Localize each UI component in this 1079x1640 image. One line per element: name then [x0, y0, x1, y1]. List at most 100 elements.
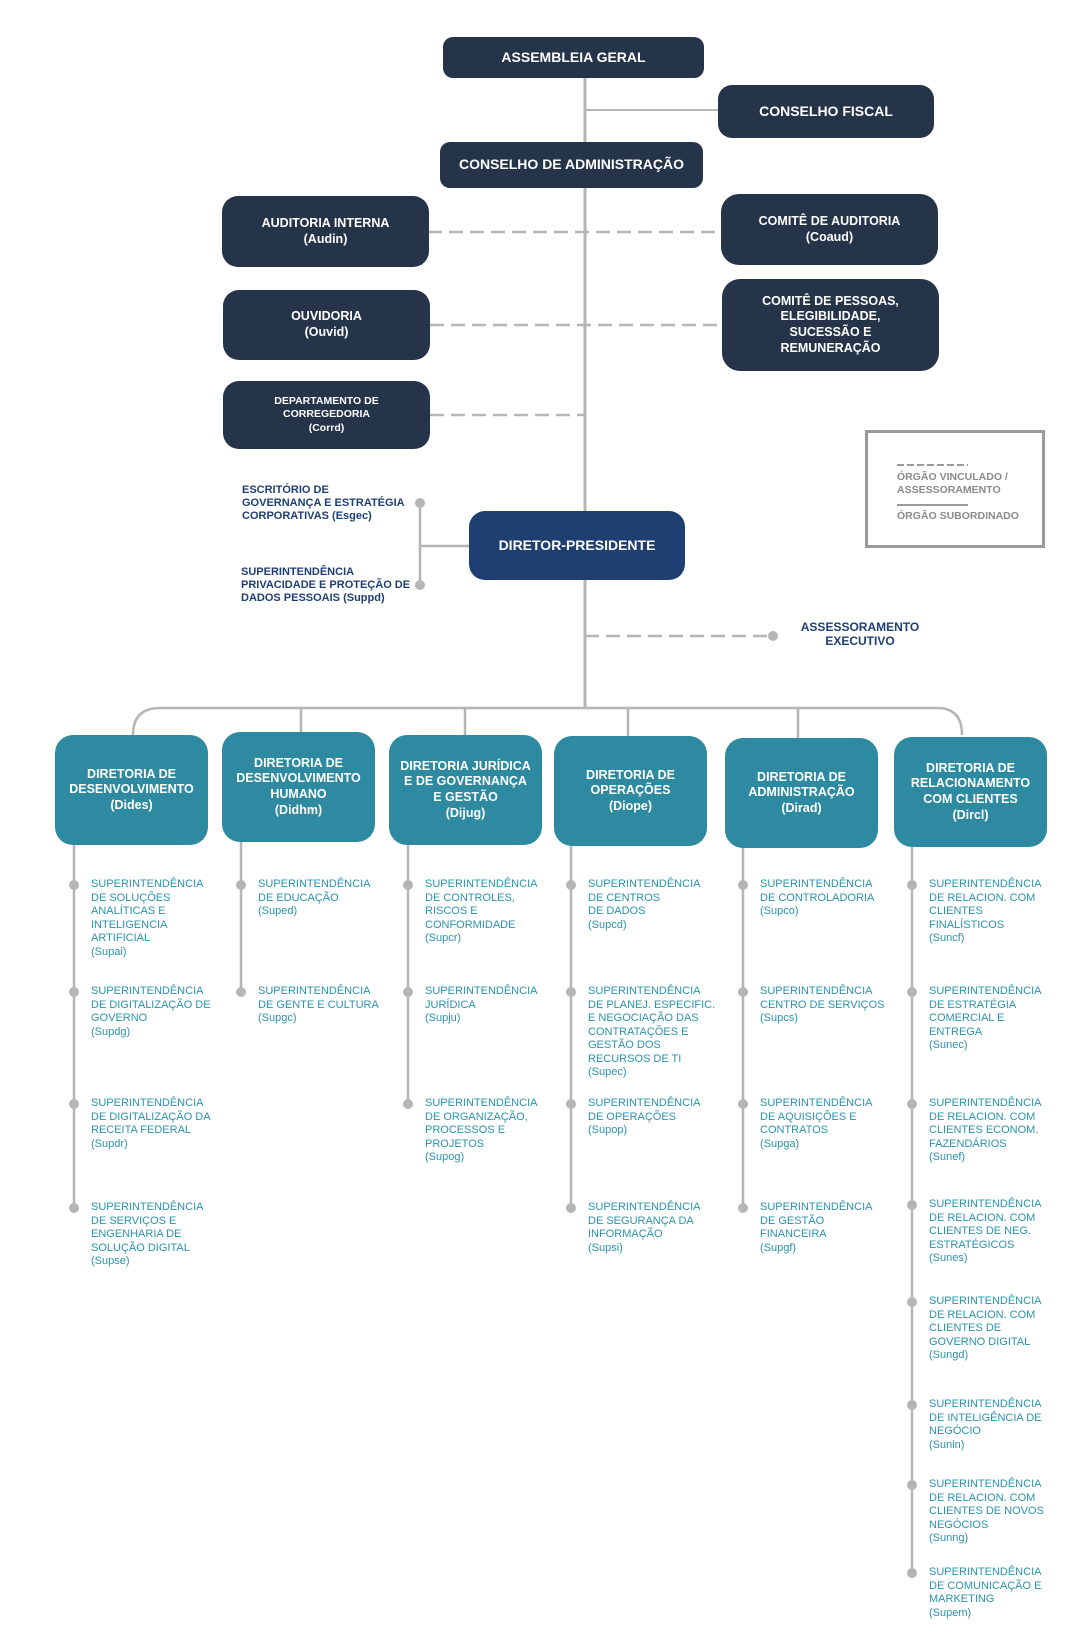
text-line: SUPERINTENDÊNCIA	[258, 878, 371, 890]
text-line: SUPERINTENDÊNCIA	[929, 985, 1042, 997]
text-line: CONFORMIDADE	[425, 918, 516, 931]
text-line: OPERAÇÕES	[590, 783, 671, 798]
text-line: SUPERINTENDÊNCIA	[425, 1097, 538, 1109]
text-line: (Dircl)	[952, 807, 989, 822]
text-line: PROJETOS	[425, 1137, 485, 1150]
sub-connector-dot	[907, 1568, 917, 1578]
text-line: DE SERVIÇOS E	[91, 1214, 177, 1227]
text-line: (Suncf)	[929, 932, 965, 944]
text-line: DE ESTRATÉGIA	[929, 998, 1017, 1011]
text-line: DE OPERAÇÕES	[588, 1110, 677, 1123]
sub-connector-dot	[566, 1203, 576, 1213]
sub-connector-dot	[907, 1400, 917, 1410]
text-line: DE CONTROLADORIA	[760, 891, 875, 904]
text-line: (Sunec)	[929, 1039, 968, 1051]
text-line: ENGENHARIA DE	[91, 1228, 182, 1240]
text-line: (Audin)	[303, 231, 348, 246]
assessoramento-executivo-label: ASSESSORAMENTO EXECUTIVO	[800, 620, 920, 649]
text-line: CLIENTES DE NOVOS	[929, 1505, 1044, 1517]
auditoria-interna-box: AUDITORIA INTERNA(Audin)	[222, 196, 429, 267]
text-line: DIRETORIA DE	[254, 755, 343, 770]
text-line: SUPERINTENDÊNCIA	[929, 1097, 1042, 1109]
text-line: (Dides)	[110, 797, 153, 812]
text-line: PRIVACIDADE E PROTEÇÃO DE	[241, 579, 411, 592]
text-line: DE DIGITALIZAÇÃO DE	[91, 998, 211, 1011]
text-line: (Supem)	[929, 1606, 972, 1619]
text-line: SUPERINTENDÊNCIA	[760, 878, 873, 890]
sub-connector-dot	[403, 1099, 413, 1109]
text-line: ESTRATÉGICOS	[929, 1238, 1015, 1251]
text-line: COMITÊ DE PESSOAS,	[762, 293, 899, 308]
text-line: SUPERINTENDÊNCIA	[425, 878, 538, 890]
text-line: RECEITA FEDERAL	[91, 1124, 192, 1136]
text-line: (Dijug)	[445, 805, 486, 820]
text-line: DIRETORIA DE	[926, 760, 1015, 775]
text-line: E NEGOCIAÇÃO DAS	[588, 1012, 699, 1024]
text-line: CENTRO DE SERVIÇOS	[760, 998, 885, 1011]
text-line: CLIENTES DE NEG.	[929, 1225, 1032, 1237]
text-line: SUPERINTENDÊNCIA	[929, 1295, 1042, 1307]
text-line: SUPERINTENDÊNCIA	[588, 878, 701, 890]
text-line: CLIENTES DE	[929, 1322, 1002, 1334]
text-line: SUPERINTENDÊNCIA	[760, 1201, 873, 1213]
text-line: (Supse)	[91, 1255, 130, 1267]
text-line: SUPERINTENDÊNCIA	[588, 985, 701, 997]
sub-connector-dot	[236, 880, 246, 890]
text-line: OUVIDORIA	[291, 309, 362, 324]
text-line: DE PLANEJ. ESPECIFIC.	[588, 998, 716, 1011]
text-line: (Suped)	[258, 905, 298, 917]
text-line: SUPERINTENDÊNCIA	[929, 1478, 1042, 1490]
sub-connector-dot	[566, 987, 576, 997]
text-line: (Sunin)	[929, 1438, 965, 1451]
text-line: SUPERINTENDÊNCIA	[91, 1097, 204, 1109]
text-line: DE SEGURANÇA DA	[588, 1214, 694, 1227]
text-line: (Supcs)	[760, 1012, 798, 1024]
text-line: (Sunef)	[929, 1151, 966, 1163]
text-line: SUPERINTENDÊNCIA	[929, 1198, 1042, 1210]
text-line: DE CONTROLES,	[425, 891, 515, 904]
comite-pessoas-box: COMITÊ DE PESSOAS,ELEGIBILIDADE,SUCESSÃO…	[722, 279, 939, 371]
text-line: INFORMAÇÃO	[588, 1228, 663, 1240]
text-line: (Supgf)	[760, 1241, 797, 1254]
text-line: GOVERNO DIGITAL	[929, 1335, 1031, 1348]
sub-connector-dot	[566, 880, 576, 890]
text-line: DE RELACION. COM	[929, 1308, 1036, 1321]
text-line: AUDITORIA INTERNA	[261, 215, 390, 230]
text-line: SUCESSÃO E	[789, 325, 872, 339]
text-line: SUPERINTENDÊNCIA	[760, 1097, 873, 1109]
text-line: REMUNERAÇÃO	[780, 340, 881, 355]
text-line: ANALÍTICAS E	[91, 905, 166, 917]
text-line: CORREGEDORIA	[283, 408, 370, 421]
text-line: INTELIGENCIA	[91, 918, 168, 931]
text-line: (Dirad)	[781, 800, 822, 815]
text-line: DE DADOS	[588, 905, 646, 917]
text-line: FINALÍSTICOS	[929, 918, 1005, 931]
text-line: DE RELACION. COM	[929, 1491, 1036, 1504]
text-line: (Diope)	[608, 798, 653, 813]
text-line: SUPERINTENDÊNCIA	[91, 878, 204, 890]
text-line: SUPERINTENDÊNCIA	[91, 985, 204, 997]
text-line: ARTIFICIAL	[91, 932, 151, 944]
text-line: SOLUÇÃO DIGITAL	[91, 1241, 190, 1254]
sub-connector-dot	[69, 1099, 79, 1109]
legend-vinculado: ÓRGÃO VINCULADO / ASSESSORAMENTO	[897, 471, 1008, 496]
text-line: (Sungd)	[929, 1349, 969, 1361]
sub-connector-dot	[69, 1203, 79, 1213]
